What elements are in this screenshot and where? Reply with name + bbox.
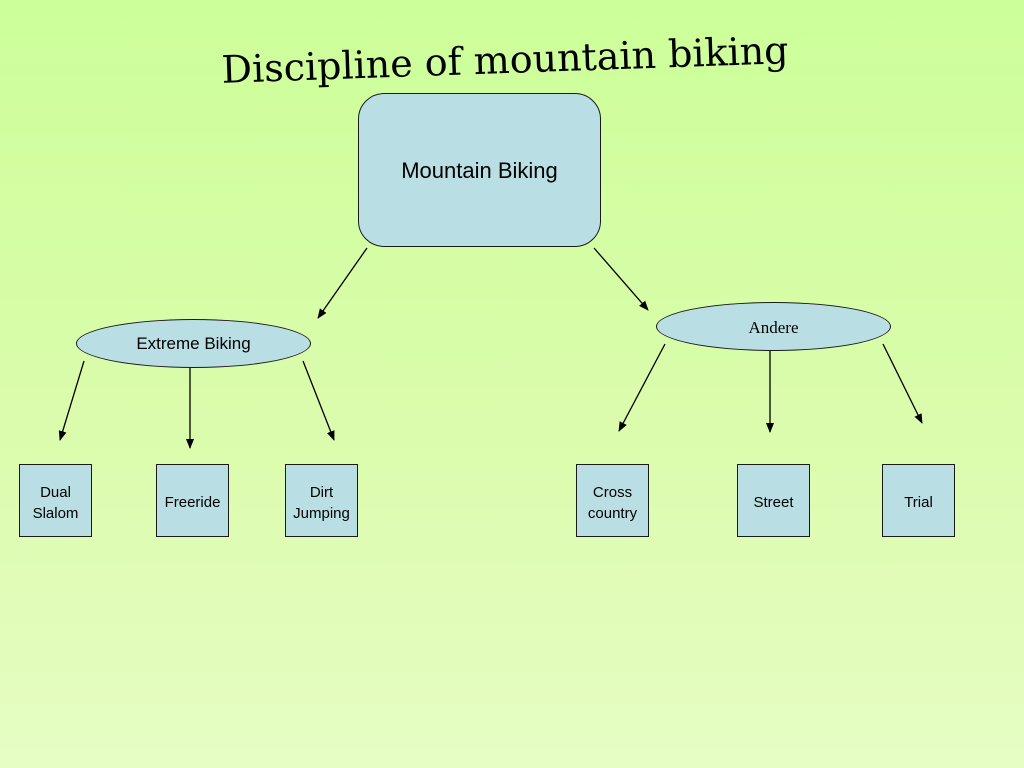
leaf-node-label: Freeride (164, 494, 221, 511)
branch-node-label: Andere (748, 318, 799, 337)
leaf-node-trial: Trial (882, 464, 955, 537)
arrow-root-to-extreme (317, 247, 368, 319)
leaf-node-freeride: Freeride (156, 464, 229, 537)
arrow-andere-to-trial (882, 343, 923, 424)
leaf-node-cross-country: Cross country (576, 464, 649, 537)
leaf-node-label: Street (753, 494, 794, 511)
branch-node-label: Extreme Biking (136, 333, 251, 353)
leaf-node-label: Trial (904, 494, 933, 511)
arrow-extreme-to-dual-slalom (58, 360, 85, 441)
leaf-node-label: Dual Slalom (32, 484, 79, 522)
arrow-andere-to-cross-country (618, 343, 666, 432)
arrow-root-to-andere (593, 247, 649, 311)
branch-node-andere: Andere (656, 302, 891, 351)
leaf-node-label: Dirt Jumping (293, 484, 350, 522)
leaf-node-street: Street (737, 464, 810, 537)
root-node-mountain-biking: Mountain Biking (358, 93, 601, 247)
arrow-extreme-to-dirt-jumping (302, 360, 335, 441)
leaf-node-label: Cross country (587, 484, 638, 522)
leaf-node-dual-slalom: Dual Slalom (19, 464, 92, 537)
branch-node-extreme-biking: Extreme Biking (76, 319, 311, 368)
root-node-label: Mountain Biking (401, 158, 558, 183)
leaf-node-dirt-jumping: Dirt Jumping (285, 464, 358, 537)
